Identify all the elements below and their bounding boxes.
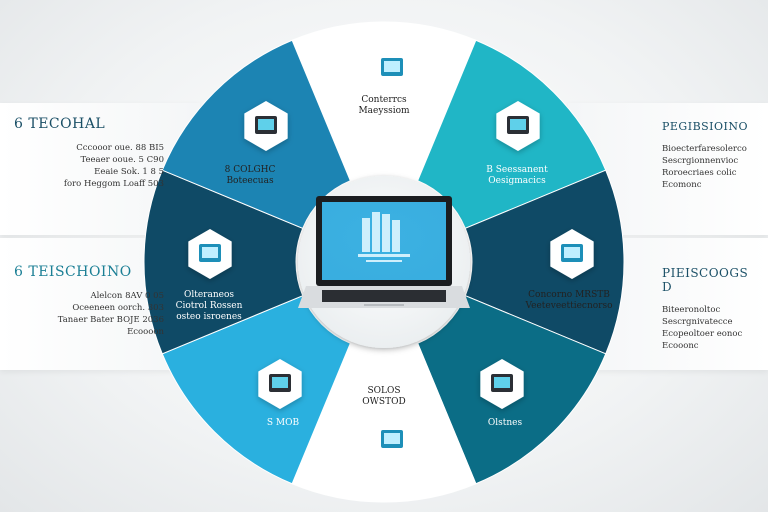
disk-icon: [550, 229, 594, 279]
gaming-cube-icon: [258, 359, 302, 409]
segment-label-bottom: SOLOS OWSTOD: [362, 386, 406, 407]
left-panel-top: 6 TECOHAL Cccooor oue. 88 BI5 Teeaer oou…: [14, 116, 164, 190]
tower-icon: [480, 359, 524, 409]
left-panel-bottom-line: Oceeneen oorch. 303: [72, 303, 164, 313]
segment-top: [291, 21, 477, 182]
left-panel-top-line: Teeaer ooue. 5 C90: [80, 155, 164, 165]
right-panel-bottom-line: Biteeronoltoc: [662, 305, 721, 315]
right-panel-bottom: PIEISCOOGS D Biteeronoltoc Sescrgnivatec…: [662, 266, 762, 352]
left-panel-top-line: foro Heggom Loaff 503: [63, 179, 164, 189]
right-panel-top-line: Bioecterfaresolerco: [662, 144, 747, 154]
segment-label-top-left: 8 COLGHC Boteecuas: [224, 165, 276, 186]
right-panel-bottom-line: Ecopeoltoer eonoc: [662, 329, 743, 339]
laptop-icon: [298, 196, 470, 308]
segment-label-bottom-right: Olstnes: [487, 418, 523, 428]
right-panel-top-line: Sescrgionnenvioc: [662, 156, 739, 166]
right-panel-bottom-line: Ecooonc: [662, 341, 699, 351]
tablet-icon: [381, 58, 403, 76]
wheel-segments: [143, 21, 625, 503]
right-panel-top-line: Ecomonc: [662, 180, 702, 190]
right-panel-top-line: Roroecriaes colic: [662, 168, 737, 178]
left-panel-top-line: Eeaie Sok. 1 8 5: [94, 167, 164, 177]
left-panel-top-line: Cccooor oue. 88 BI5: [76, 143, 164, 153]
left-panel-top-title: 6 TECOHAL: [14, 116, 106, 132]
icon-badges: [188, 58, 594, 448]
segment-label-left: Olteraneos Ciotrol Rossen osteo isroenes: [175, 290, 243, 322]
server-icon: [496, 101, 540, 151]
left-panel-bottom: 6 TEISCHOINO Alelcon 8AV 0 05 Oceeneen o…: [14, 264, 164, 338]
left-panel-bottom-line: Ecoooon: [127, 327, 164, 337]
segment-label-bottom-left: S MOB: [266, 418, 300, 428]
segment-label-right: Concorno MRSTB Veeteveettiecnorso: [525, 290, 613, 311]
left-panel-bottom-line: Tanaer Bater BOJE 2036: [57, 315, 164, 325]
segment-label-top-right: B Seessanent Oesigmacics: [486, 165, 548, 186]
monitor-icon: [188, 229, 232, 279]
right-panel-top-title: PEGIBSIOINO: [662, 120, 749, 133]
printer-icon: [244, 101, 288, 151]
segment-bottom-left: [161, 295, 351, 485]
segment-label-top: Conterrcs Maeyssiom: [358, 95, 410, 116]
right-panel-top: PEGIBSIOINO Bioecterfaresolerco Sescrgio…: [662, 120, 762, 191]
left-panel-bottom-line: Alelcon 8AV 0 05: [90, 291, 164, 301]
desktop-icon: [381, 430, 403, 448]
right-panel-bottom-title: PIEISCOOGS D: [662, 266, 749, 294]
segment-bottom: [291, 342, 477, 503]
right-panel-bottom-line: Sescrgnivatecce: [662, 317, 733, 327]
left-panel-bottom-title: 6 TEISCHOINO: [14, 264, 132, 280]
segment-right: [464, 169, 625, 355]
